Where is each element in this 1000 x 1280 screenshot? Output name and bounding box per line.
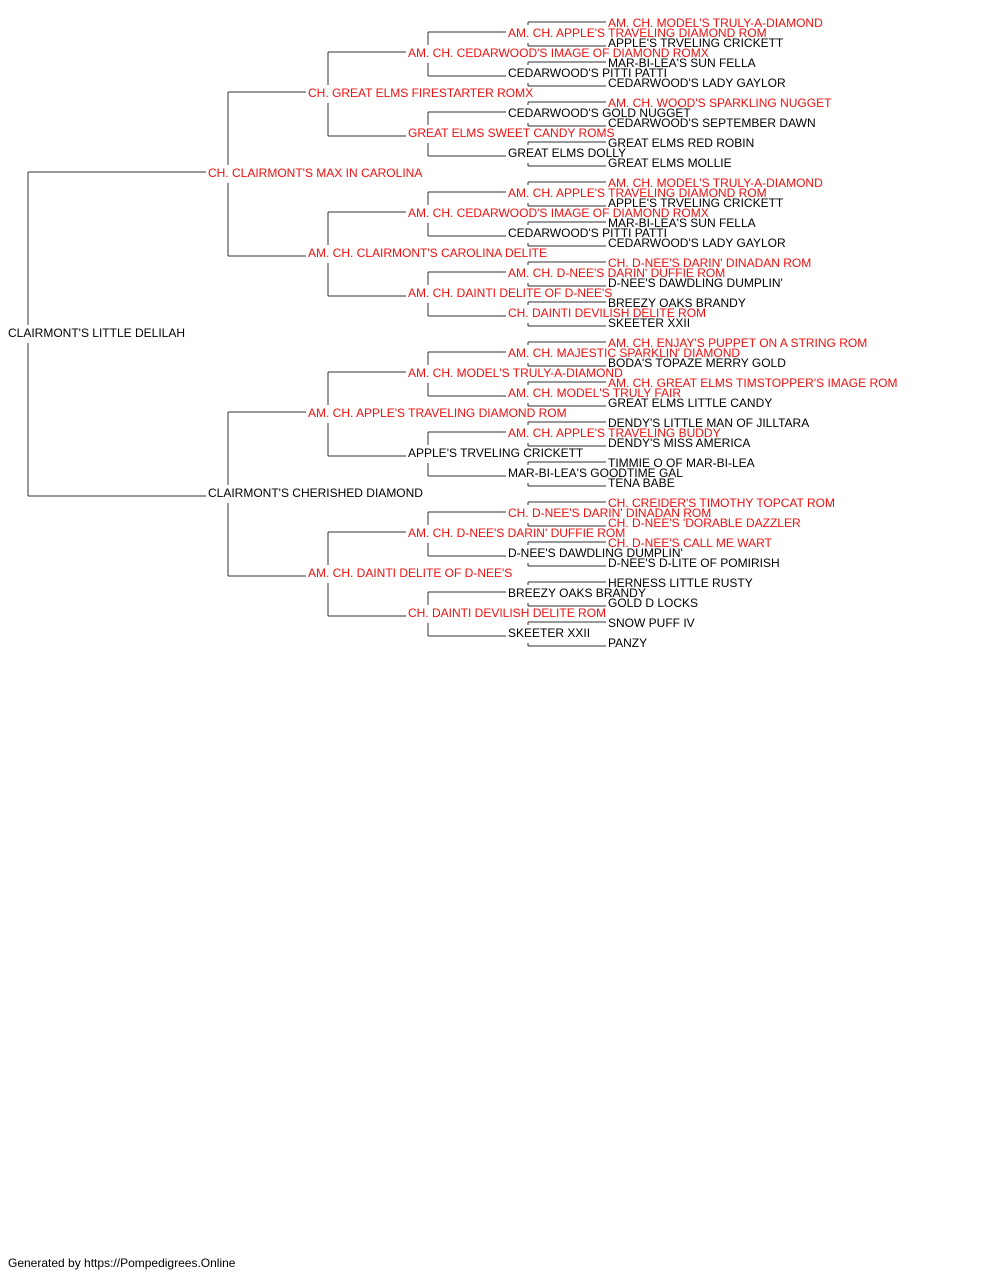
dog-name-dam-dam: AM. CH. DAINTI DELITE OF D-NEE'S <box>308 566 512 580</box>
dog-name-sire-dam-sire: AM. CH. CEDARWOOD'S IMAGE OF DIAMOND ROM… <box>408 206 709 220</box>
dog-name-sire-dam-sire-sire: AM. CH. APPLE'S TRAVELING DIAMOND ROM <box>508 186 767 200</box>
dog-name-sire-sire-dam-dam: GREAT ELMS DOLLY <box>508 146 626 160</box>
dog-name-sire-dam-dam-dam-sire: BREEZY OAKS BRANDY <box>608 296 746 310</box>
dog-name-dam-sire-sire-dam: AM. CH. MODEL'S TRULY FAIR <box>508 386 681 400</box>
dog-name-dam-sire-sire-dam-sire: AM. CH. GREAT ELMS TIMSTOPPER'S IMAGE RO… <box>608 376 897 390</box>
dog-name-dam-dam-sire-sire: CH. D-NEE'S DARIN' DINADAN ROM <box>508 506 711 520</box>
dog-name-dam-dam-sire-dam-dam: D-NEE'S D-LITE OF POMIRISH <box>608 556 780 570</box>
dog-name-dam: CLAIRMONT'S CHERISHED DIAMOND <box>208 486 423 500</box>
dog-name-dam-dam-dam-sire: BREEZY OAKS BRANDY <box>508 586 646 600</box>
footer-credit: Generated by https://Pompedigrees.Online <box>8 1256 236 1270</box>
dog-name-sire-sire-dam-sire: CEDARWOOD'S GOLD NUGGET <box>508 106 691 120</box>
dog-name-sire-sire-dam-dam-dam: GREAT ELMS MOLLIE <box>608 156 732 170</box>
dog-name-dam-sire-dam: APPLE'S TRVELING CRICKETT <box>408 446 584 460</box>
dog-name-sire-dam-sire-sire-dam: APPLE'S TRVELING CRICKETT <box>608 196 784 210</box>
dog-name-dam-dam-sire-sire-sire: CH. CREIDER'S TIMOTHY TOPCAT ROM <box>608 496 835 510</box>
dog-name-dam-sire: AM. CH. APPLE'S TRAVELING DIAMOND ROM <box>308 406 567 420</box>
dog-name-sire-dam-dam-sire: AM. CH. D-NEE'S DARIN' DUFFIE ROM <box>508 266 725 280</box>
dog-name-sire-sire-sire-sire-sire: AM. CH. MODEL'S TRULY-A-DIAMOND <box>608 16 823 30</box>
dog-name-sire-sire-sire: AM. CH. CEDARWOOD'S IMAGE OF DIAMOND ROM… <box>408 46 709 60</box>
dog-name-sire-sire-dam-dam-sire: GREAT ELMS RED ROBIN <box>608 136 754 150</box>
dog-name-sire-dam-dam-sire-sire: CH. D-NEE'S DARIN' DINADAN ROM <box>608 256 811 270</box>
dog-name-sire-dam-sire-sire-sire: AM. CH. MODEL'S TRULY-A-DIAMOND <box>608 176 823 190</box>
dog-name-sire: CH. CLAIRMONT'S MAX IN CAROLINA <box>208 166 422 180</box>
dog-name-sire-dam-sire-dam-sire: MAR-BI-LEA'S SUN FELLA <box>608 216 756 230</box>
dog-name-dam-sire-dam-sire: AM. CH. APPLE'S TRAVELING BUDDY <box>508 426 721 440</box>
dog-name-dam-dam-dam-dam-dam: PANZY <box>608 636 647 650</box>
dog-name-dam-sire-sire-sire-dam: BODA'S TOPAZE MERRY GOLD <box>608 356 786 370</box>
dog-name-dam-dam-dam-dam: SKEETER XXII <box>508 626 590 640</box>
dog-name-sire-dam-dam-sire-dam: D-NEE'S DAWDLING DUMPLIN' <box>608 276 783 290</box>
dog-name-dam-sire-dam-dam-dam: TENA BABE <box>608 476 675 490</box>
dog-name-dam-dam-sire-dam-sire: CH. D-NEE'S CALL ME WART <box>608 536 773 550</box>
dog-name-sire-sire-dam: GREAT ELMS SWEET CANDY ROMS <box>408 126 614 140</box>
dog-name-dam-dam-dam: CH. DAINTI DEVILISH DELITE ROM <box>408 606 606 620</box>
dog-name-sire-sire-sire-dam: CEDARWOOD'S PITTI PATTI <box>508 66 667 80</box>
dog-name-dam-sire-sire-dam-dam: GREAT ELMS LITTLE CANDY <box>608 396 772 410</box>
dog-name-sire-sire: CH. GREAT ELMS FIRESTARTER ROMX <box>308 86 533 100</box>
dog-name-sire-sire-dam-sire-dam: CEDARWOOD'S SEPTEMBER DAWN <box>608 116 816 130</box>
dog-name-sire-sire-sire-dam-dam: CEDARWOOD'S LADY GAYLOR <box>608 76 786 90</box>
dog-name-dam-dam-sire: AM. CH. D-NEE'S DARIN' DUFFIE ROM <box>408 526 625 540</box>
dog-name-dam-dam-dam-dam-sire: SNOW PUFF IV <box>608 616 695 630</box>
dog-name-dam-sire-dam-sire-dam: DENDY'S MISS AMERICA <box>608 436 750 450</box>
dog-name-sire-dam-dam: AM. CH. DAINTI DELITE OF D-NEE'S <box>408 286 612 300</box>
dog-name-dam-sire-sire-sire-sire: AM. CH. ENJAY'S PUPPET ON A STRING ROM <box>608 336 867 350</box>
dog-name-dam-sire-dam-dam-sire: TIMMIE O OF MAR-BI-LEA <box>608 456 755 470</box>
dog-name-sire-dam-dam-dam-dam: SKEETER XXII <box>608 316 690 330</box>
dog-name-sire-sire-dam-sire-sire: AM. CH. WOOD'S SPARKLING NUGGET <box>608 96 832 110</box>
dog-name-sire-dam-dam-dam: CH. DAINTI DEVILISH DELITE ROM <box>508 306 706 320</box>
dog-name-subject: CLAIRMONT'S LITTLE DELILAH <box>8 326 185 340</box>
dog-name-dam-sire-sire: AM. CH. MODEL'S TRULY-A-DIAMOND <box>408 366 623 380</box>
dog-name-dam-sire-dam-sire-sire: DENDY'S LITTLE MAN OF JILLTARA <box>608 416 809 430</box>
dog-name-sire-sire-sire-sire: AM. CH. APPLE'S TRAVELING DIAMOND ROM <box>508 26 767 40</box>
dog-name-sire-dam: AM. CH. CLAIRMONT'S CAROLINA DELITE <box>308 246 547 260</box>
dog-name-dam-dam-sire-dam: D-NEE'S DAWDLING DUMPLIN' <box>508 546 683 560</box>
dog-name-sire-dam-sire-dam: CEDARWOOD'S PITTI PATTI <box>508 226 667 240</box>
dog-name-dam-dam-sire-sire-dam: CH. D-NEE'S 'DORABLE DAZZLER <box>608 516 801 530</box>
dog-name-sire-dam-sire-dam-dam: CEDARWOOD'S LADY GAYLOR <box>608 236 786 250</box>
dog-name-sire-sire-sire-sire-dam: APPLE'S TRVELING CRICKETT <box>608 36 784 50</box>
dog-name-sire-sire-sire-dam-sire: MAR-BI-LEA'S SUN FELLA <box>608 56 756 70</box>
dog-name-dam-sire-sire-sire: AM. CH. MAJESTIC SPARKLIN' DIAMOND <box>508 346 740 360</box>
dog-name-dam-dam-dam-sire-sire: HERNESS LITTLE RUSTY <box>608 576 753 590</box>
dog-name-dam-sire-dam-dam: MAR-BI-LEA'S GOODTIME GAL <box>508 466 683 480</box>
dog-name-dam-dam-dam-sire-dam: GOLD D LOCKS <box>608 596 698 610</box>
